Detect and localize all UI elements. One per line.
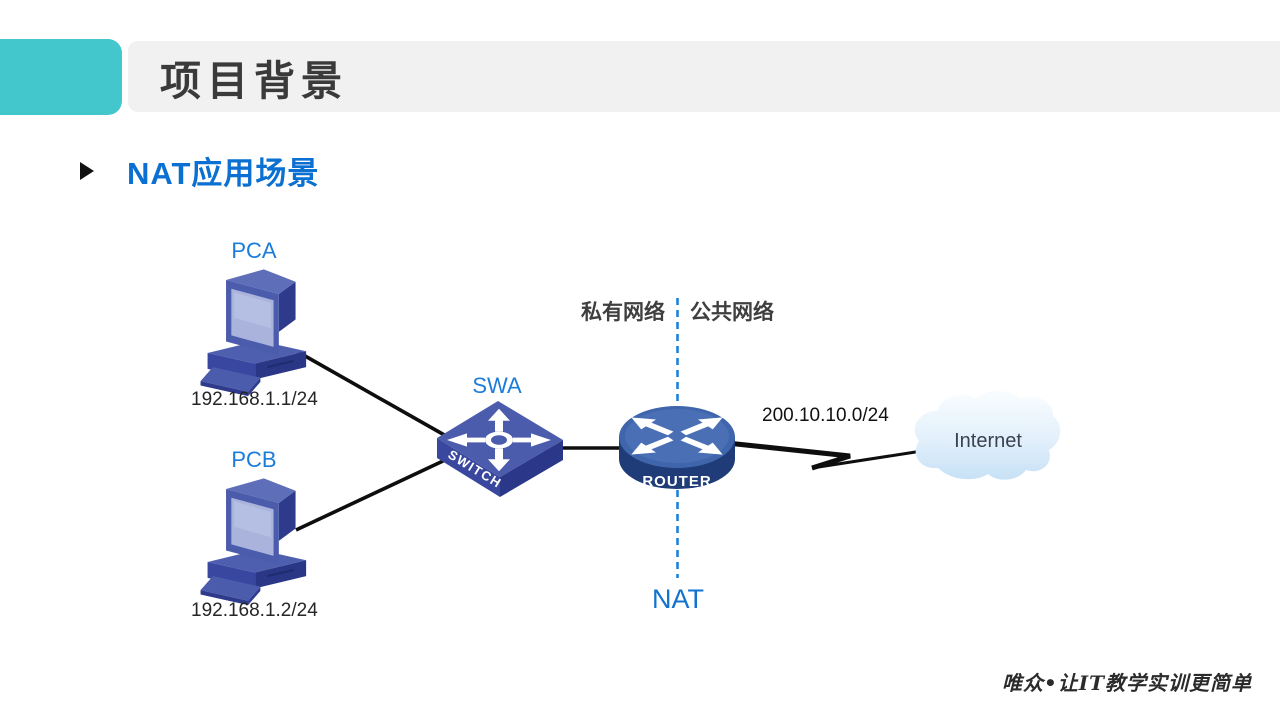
title-bar: 项目背景 [128,41,1280,112]
router-icon: ROUTER [619,406,735,490]
nat-label: NAT [652,584,704,614]
router-device-label: ROUTER [642,473,711,490]
lightning-link-icon [726,440,923,471]
pca-ip-label: 192.168.1.1/24 [191,389,318,410]
brand-watermark: 唯众•让IT教学实训更简单 [1001,671,1252,695]
switch-icon: SWITCH [437,401,563,497]
cable-pcb-to-switch [295,451,461,532]
pcb-ip-label: 192.168.1.2/24 [191,600,318,621]
section-heading: NAT应用场景 [127,156,320,191]
teal-accent-block [0,39,122,115]
public-network-zone-label: 公共网络 [690,301,774,324]
switch-name-label: SWA [472,373,522,398]
pcb-computer-icon [199,477,308,607]
triangle-bullet-icon [80,161,94,180]
bullet-row: NAT应用场景 [80,148,319,193]
pca-computer-icon [199,268,308,398]
internet-cloud-icon [914,390,1061,480]
page-title: 项目背景 [160,57,348,104]
private-network-zone-label: 私有网络 [581,301,665,324]
internet-label: Internet [954,430,1022,452]
cable-pca-to-switch [297,350,463,447]
pca-label: PCA [231,238,277,263]
wan-network-ip-label: 200.10.10.0/24 [762,405,889,426]
pcb-label: PCB [231,447,277,472]
